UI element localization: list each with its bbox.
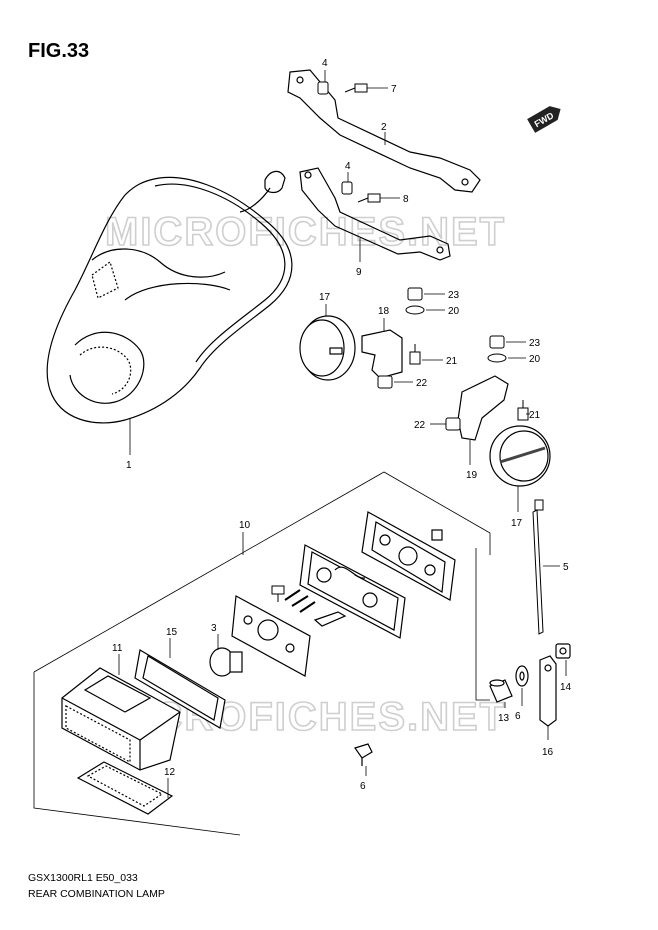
reflector-bracket-18 [361, 329, 403, 379]
cable-tie-5 [532, 499, 544, 635]
watermark-top: MICROFICHES.NET [105, 210, 506, 254]
model-code: GSX1300RL1 E50_033 [28, 872, 138, 884]
callout-19: 19 [466, 470, 478, 481]
figure-title: FIG.33 [28, 40, 90, 62]
callout-10: 11 [112, 643, 123, 654]
callout-15: 16 [542, 747, 554, 758]
assembly-outline-7-right [475, 548, 490, 701]
lower-bracket [299, 167, 451, 261]
callout-4-lower: 4 [345, 161, 351, 172]
callout-11: 3 [211, 623, 217, 634]
tail-lamp-housing [46, 170, 293, 424]
callout-4-upper: 4 [322, 58, 328, 69]
socket-plate [231, 589, 347, 677]
callout-6-upper: 7 [391, 84, 397, 95]
callout-22-upper: 22 [416, 378, 428, 389]
nut-4-upper [317, 81, 329, 95]
callout-8: 12 [164, 767, 176, 778]
lens-gasket [361, 511, 456, 601]
washer-12 [515, 665, 529, 687]
plate-8 [76, 761, 174, 815]
reflector-bracket-19 [457, 375, 509, 441]
reflector-17-left [299, 315, 356, 381]
assembly-outline-7-lower [33, 672, 241, 836]
bracket-15 [539, 655, 557, 727]
callout-18: 18 [378, 306, 390, 317]
forward-direction-badge: FWD [527, 106, 561, 133]
lens-holder [299, 544, 406, 639]
callout-3: 9 [356, 267, 362, 278]
screw-6-lower [357, 193, 381, 203]
callout-17-left: 17 [319, 292, 331, 303]
gasket-9 [134, 649, 226, 729]
reflector-17-right [489, 425, 551, 487]
nut-4-lower [341, 181, 353, 195]
nut-23-upper [407, 287, 423, 301]
callout-21-lower: 21 [529, 410, 541, 421]
figure-caption: REAR COMBINATION LAMP [28, 888, 165, 900]
nut-22-upper [377, 375, 393, 389]
lens-10 [61, 667, 181, 771]
upper-bracket [287, 69, 481, 193]
bulb-11 [209, 647, 243, 677]
callout-13: 13 [498, 713, 510, 724]
assembly-outline-7 [33, 471, 491, 673]
screw-21-lower [517, 400, 529, 421]
washer-20-upper [405, 305, 425, 315]
callout-1: 1 [126, 460, 132, 471]
callout-6-lower: 8 [403, 194, 409, 205]
callout-12: 6 [515, 711, 521, 722]
washer-20-lower [487, 353, 507, 363]
nut-16 [555, 643, 571, 659]
assembly-bolt [271, 585, 285, 602]
screw-6-upper [344, 83, 368, 93]
callout-23-upper: 23 [448, 290, 460, 301]
callout-20-lower: 20 [529, 354, 541, 365]
callout-20-upper: 20 [448, 306, 460, 317]
callout-5: 5 [563, 562, 569, 573]
callout-16: 14 [560, 682, 572, 693]
callout-23-lower: 23 [529, 338, 541, 349]
callout-21-upper: 21 [446, 356, 458, 367]
nut-22-lower [445, 417, 461, 431]
callout-9: 15 [166, 627, 178, 638]
callout-22-lower: 22 [414, 420, 426, 431]
callout-14: 6 [360, 781, 366, 792]
callout-2: 2 [381, 122, 387, 133]
nut-23-lower [489, 335, 505, 349]
clip-14 [354, 743, 373, 766]
screw-21-upper [409, 344, 421, 365]
callout-7: 10 [239, 520, 251, 531]
collar-13 [489, 679, 513, 703]
callout-17-right: 17 [511, 518, 523, 529]
